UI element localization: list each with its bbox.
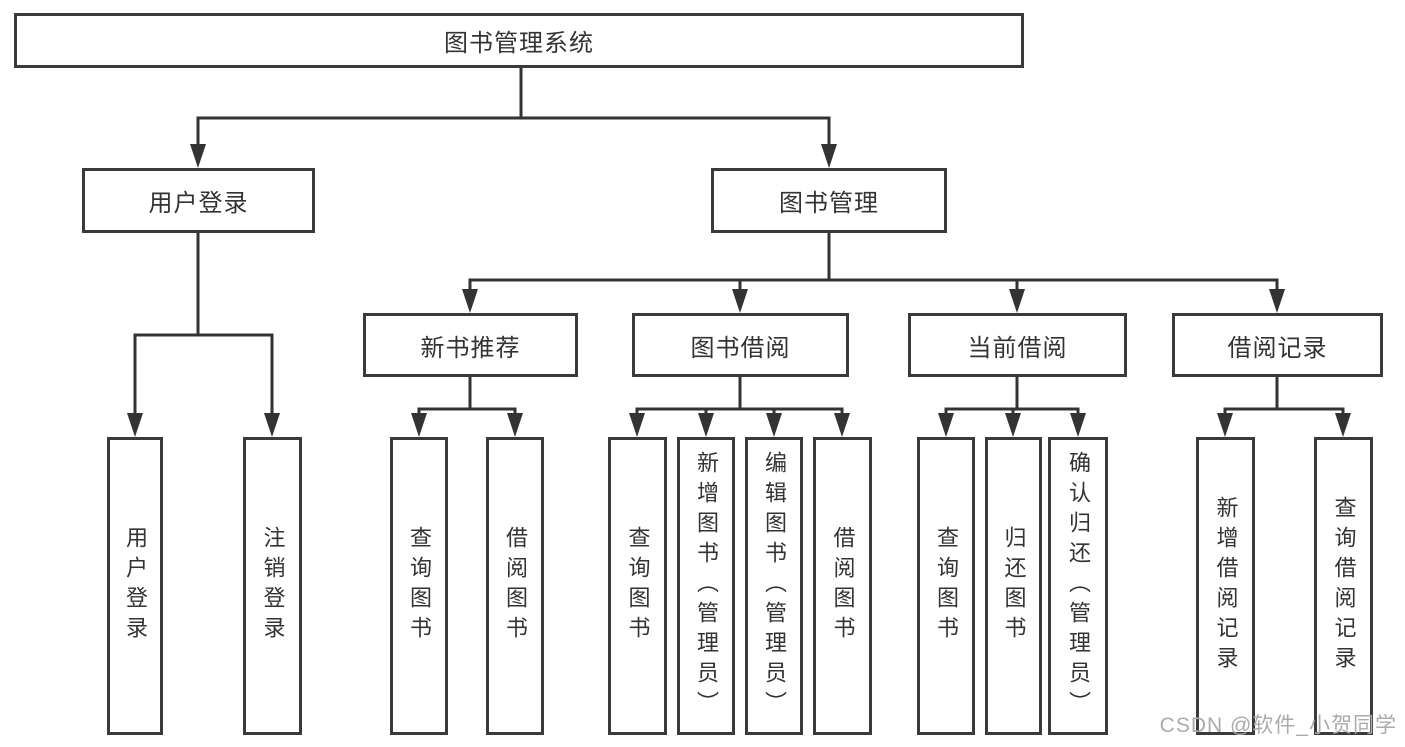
node-leaf-bb-borrow-book: 借阅图书 bbox=[813, 437, 872, 735]
node-leaf-bb-add-book-admin: 新增图书（管理员） bbox=[677, 437, 735, 735]
node-leaf-nb-query-book: 查询图书 bbox=[390, 437, 448, 735]
node-leaf-bb-edit-book-admin: 编辑图书（管理员） bbox=[745, 437, 803, 735]
node-leaf-logout: 注销登录 bbox=[243, 437, 302, 735]
node-user-login-group: 用户登录 bbox=[82, 168, 315, 233]
arrowhead-icons bbox=[127, 144, 1351, 437]
csdn-watermark: CSDN @软件_小贺同学 bbox=[1159, 714, 1397, 737]
node-leaf-br-add-record: 新增借阅记录 bbox=[1196, 437, 1255, 735]
node-book-borrow: 图书借阅 bbox=[632, 313, 849, 377]
node-leaf-cb-query-book: 查询图书 bbox=[917, 437, 975, 735]
node-leaf-cb-confirm-return-admin: 确认归还（管理员） bbox=[1048, 437, 1108, 735]
node-book-management-group: 图书管理 bbox=[711, 168, 947, 233]
node-leaf-cb-return-book: 归还图书 bbox=[985, 437, 1042, 735]
node-leaf-br-query-record: 查询借阅记录 bbox=[1314, 437, 1373, 735]
node-borrow-records: 借阅记录 bbox=[1172, 313, 1383, 377]
node-current-borrow: 当前借阅 bbox=[908, 313, 1127, 377]
node-new-book-recommend: 新书推荐 bbox=[363, 313, 578, 377]
node-leaf-nb-borrow-book: 借阅图书 bbox=[486, 437, 544, 735]
node-leaf-user-login: 用户登录 bbox=[107, 437, 163, 735]
node-leaf-bb-query-book: 查询图书 bbox=[608, 437, 667, 735]
node-root-system: 图书管理系统 bbox=[14, 13, 1024, 68]
